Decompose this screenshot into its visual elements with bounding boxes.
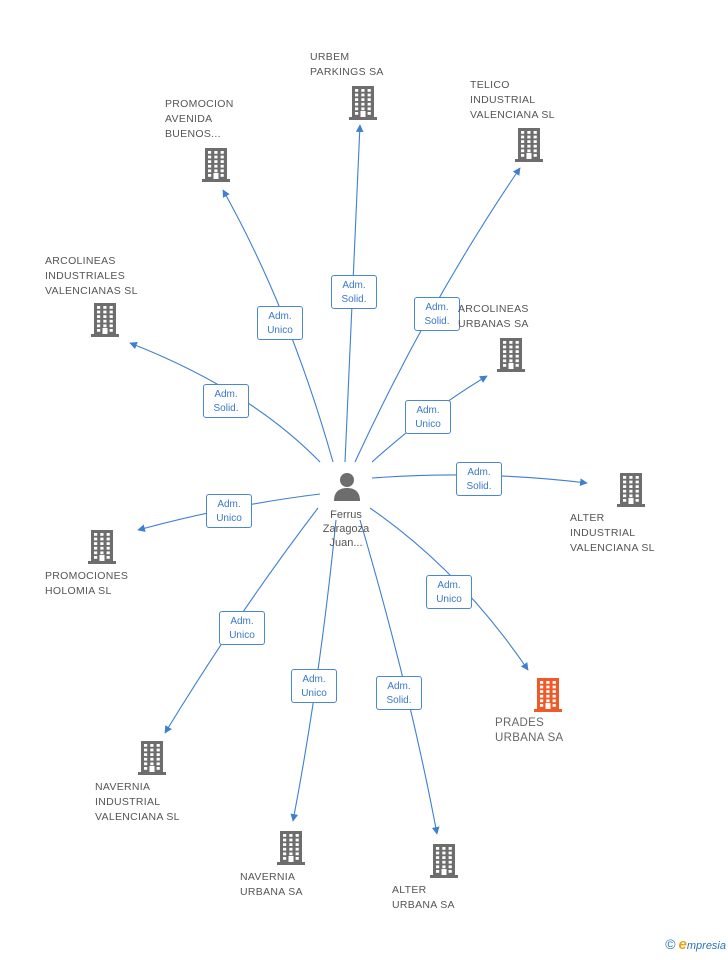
edge-label-line: Unico (267, 325, 293, 336)
building-icon[interactable] (88, 530, 116, 569)
edge-label-arcolineas-urbanas[interactable]: Adm. Unico (405, 400, 451, 434)
company-label-line: NAVERNIA (95, 781, 151, 793)
building-icon[interactable] (497, 338, 525, 377)
company-label-line: URBANAS SA (458, 318, 529, 330)
edge-label-line: Adm. (217, 499, 241, 510)
edge-label-prades-urbana[interactable]: Adm. Unico (426, 575, 472, 609)
edge-label-telico[interactable]: Adm. Solid. (414, 297, 460, 331)
edge-label-line: Solid. (466, 481, 492, 492)
company-label-alter-urbana[interactable]: ALTER URBANA SA (392, 883, 492, 913)
edge-label-line: Adm. (467, 467, 491, 478)
building-icon[interactable] (515, 128, 543, 167)
company-label-navernia-industrial[interactable]: NAVERNIA INDUSTRIAL VALENCIANA SL (95, 780, 205, 825)
building-icon[interactable] (202, 148, 230, 187)
edge-label-promocion-avenida[interactable]: Adm. Unico (257, 306, 303, 340)
company-label-arcolineas-industriales[interactable]: ARCOLINEAS INDUSTRIALES VALENCIANAS SL (45, 254, 165, 299)
footer-brand[interactable]: ©empresia (665, 936, 726, 956)
edge-label-navernia-industrial[interactable]: Adm. Unico (219, 611, 265, 645)
building-icon[interactable] (349, 86, 377, 125)
company-label-urbem[interactable]: URBEM PARKINGS SA (310, 50, 410, 80)
building-icon[interactable] (277, 831, 305, 870)
edge-label-line: Unico (301, 688, 327, 699)
company-label-telico[interactable]: TELICO INDUSTRIAL VALENCIANA SL (470, 78, 590, 123)
person-name-line-1: Ferrus (330, 509, 362, 521)
edge-label-line: Solid. (424, 316, 450, 327)
company-label-prades-urbana[interactable]: PRADES URBANA SA (495, 716, 595, 746)
copyright-icon: © (665, 936, 676, 952)
edge-label-line: Unico (216, 513, 242, 524)
edge-label-line: Solid. (213, 403, 239, 414)
company-label-line: INDUSTRIALES (45, 270, 126, 282)
company-label-line: ARCOLINEAS (45, 255, 116, 267)
edge-label-line: Adm. (302, 674, 326, 685)
edge-label-line: Unico (415, 419, 441, 430)
edge-label-alter-urbana[interactable]: Adm. Solid. (376, 676, 422, 710)
edge-label-line: Adm. (387, 681, 411, 692)
company-label-line: INDUSTRIAL (95, 796, 161, 808)
edge-label-line: Unico (436, 594, 462, 605)
company-label-line: PARKINGS SA (310, 66, 384, 78)
person-name-line-3: Juan... (329, 537, 363, 549)
edge-label-line: Solid. (341, 294, 367, 305)
edge-label-line: Adm. (268, 311, 292, 322)
company-label-arcolineas-urbanas[interactable]: ARCOLINEAS URBANAS SA (458, 302, 558, 332)
company-label-line: URBANA SA (240, 886, 303, 898)
company-label-promocion-avenida[interactable]: PROMOCION AVENIDA BUENOS... (165, 97, 265, 142)
edge-label-line: Adm. (214, 389, 238, 400)
edge-label-promociones-holomia[interactable]: Adm. Unico (206, 494, 252, 528)
brand-logo-initial: e (678, 936, 687, 953)
edge-label-line: Unico (229, 630, 255, 641)
company-label-navernia-urbana[interactable]: NAVERNIA URBANA SA (240, 870, 340, 900)
company-label-line: ALTER (570, 512, 605, 524)
company-label-line: URBANA SA (495, 732, 564, 744)
building-icon[interactable] (91, 303, 119, 342)
edge-label-line: Adm. (342, 280, 366, 291)
edge-label-line: Adm. (437, 580, 461, 591)
company-label-line: PROMOCIONES (45, 570, 129, 582)
building-icon[interactable] (617, 473, 645, 512)
edge-label-urbem[interactable]: Adm. Solid. (331, 275, 377, 309)
company-label-line: VALENCIANA SL (570, 542, 655, 554)
edge-label-line: Adm. (416, 405, 440, 416)
company-label-promociones-holomia[interactable]: PROMOCIONES HOLOMIA SL (45, 569, 155, 599)
edge-label-line: Adm. (230, 616, 254, 627)
company-label-line: INDUSTRIAL (470, 94, 536, 106)
person-name-line-2: Zaragoza (322, 523, 370, 535)
building-icon[interactable] (534, 678, 562, 717)
company-label-line: AVENIDA (165, 113, 213, 125)
company-label-line: URBEM (310, 51, 350, 63)
company-label-line: PROMOCION (165, 98, 234, 110)
company-label-line: URBANA SA (392, 899, 455, 911)
building-icon[interactable] (430, 844, 458, 883)
company-label-line: HOLOMIA SL (45, 585, 112, 597)
company-label-line: VALENCIANAS SL (45, 285, 138, 297)
company-label-line: TELICO (470, 79, 510, 91)
company-label-line: BUENOS... (165, 128, 221, 140)
company-label-line: VALENCIANA SL (470, 109, 555, 121)
company-label-line: VALENCIANA SL (95, 811, 180, 823)
edge-label-line: Solid. (386, 695, 412, 706)
edge-label-navernia-urbana[interactable]: Adm. Unico (291, 669, 337, 703)
company-label-line: ALTER (392, 884, 427, 896)
person-label[interactable]: Ferrus Zaragoza Juan... (308, 508, 384, 550)
edge-label-alter-industrial[interactable]: Adm. Solid. (456, 462, 502, 496)
edge-label-line: Adm. (425, 302, 449, 313)
person-icon[interactable] (333, 472, 361, 507)
edge-label-arcolineas-industriales[interactable]: Adm. Solid. (203, 384, 249, 418)
company-label-line: PRADES (495, 717, 545, 729)
brand-logo-text: mpresia (686, 940, 726, 952)
company-label-alter-industrial[interactable]: ALTER INDUSTRIAL VALENCIANA SL (570, 511, 690, 556)
company-label-line: ARCOLINEAS (458, 303, 529, 315)
company-label-line: NAVERNIA (240, 871, 296, 883)
building-icon[interactable] (138, 741, 166, 780)
company-label-line: INDUSTRIAL (570, 527, 636, 539)
